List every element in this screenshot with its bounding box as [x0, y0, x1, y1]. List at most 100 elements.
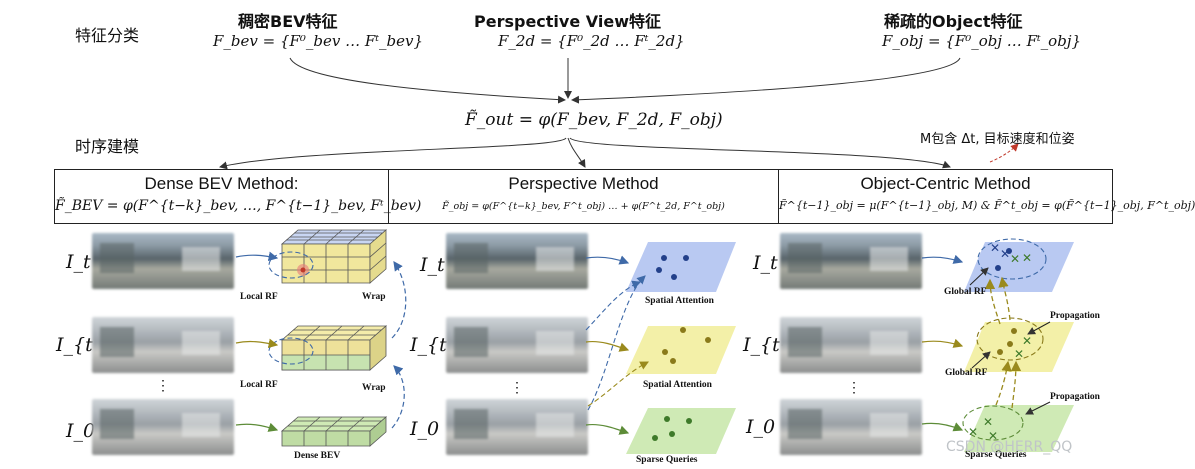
object-method-title: Object-Centric Method — [860, 174, 1031, 193]
fusion-formula: F̃_out = φ(F_bev, F_2d, F_obj) — [465, 110, 723, 130]
sparse-feature-formula: F_obj = {F⁰_obj … Fᵗ_obj} — [882, 32, 1082, 50]
query-points-t — [656, 255, 689, 280]
global-rf-label-t-minus-1: Global RF — [945, 368, 988, 378]
obj-arrow-zero — [921, 422, 964, 432]
object-method-formula: F̃^{t−1}_obj = μ(F^{t−1}_obj, M) & F̃^t_… — [779, 199, 1195, 212]
object-plane-zero — [964, 405, 1074, 452]
wrap-label-upper: Wrap — [362, 292, 386, 302]
spatial-attention-plane-t — [626, 242, 736, 292]
propagation-pointer-upper — [1027, 321, 1051, 335]
camera-frame-obj-t-minus-1 — [780, 317, 922, 373]
wrap-arrow-upper — [391, 261, 407, 339]
wrap-arrow-lower — [391, 365, 405, 429]
propagation-pointer-lower — [1025, 401, 1051, 415]
sparse-feature-title: 稀疏的Object特征 — [884, 12, 1023, 31]
camera-frame-obj-zero — [780, 399, 922, 455]
svg-text:✕: ✕ — [1022, 251, 1032, 265]
query-points-zero — [652, 416, 692, 441]
temporal-modeling-label: 时序建模 — [75, 137, 140, 156]
row-label-zero-3: I_0 — [746, 416, 776, 438]
svg-text:✕: ✕ — [983, 415, 993, 429]
propagation-arrow-lower — [995, 360, 1012, 406]
row-ellipsis-3: ⋮ — [847, 380, 861, 396]
dense-arrow-t — [235, 251, 279, 262]
fusion-to-method-arrows — [219, 137, 951, 170]
dense-bev-grid-t-minus-1 — [280, 325, 388, 371]
local-rf-label-t-minus-1: Local RF — [240, 380, 278, 390]
dense-feature-formula: F_bev = {F⁰_bev … Fᵗ_bev} — [213, 32, 424, 50]
diagram-canvas: 特征分类 时序建模 稠密BEV特征 F_bev = {F⁰_bev … Fᵗ_b… — [54, 12, 1195, 465]
row-label-t-3: I_t — [753, 252, 778, 274]
sparse-queries-plane — [626, 408, 736, 454]
persp-cross-arrow-2 — [585, 280, 642, 331]
row-ellipsis-2: ⋮ — [510, 380, 524, 396]
persp-cross-arrow-3 — [587, 361, 649, 407]
local-rf-label-t: Local RF — [240, 292, 278, 302]
global-rf-pointer-t-minus-1 — [971, 351, 991, 369]
camera-frame-obj-t — [780, 233, 922, 289]
dense-arrow-t-minus-1 — [235, 338, 279, 349]
propagation-label-upper: Propagation — [1050, 311, 1100, 321]
propagation-label-lower: Propagation — [1050, 392, 1100, 402]
global-rf-ellipse-t — [977, 238, 1047, 280]
object-points-t: ✕✕ ✕✕ — [990, 241, 1032, 271]
perspective-method-formula: F̃_obj = φ(F^{t−k}_bev, F^t_obj) … + φ(F… — [442, 201, 725, 212]
perspective-feature-formula: F_2d = {F⁰_2d … Fᵗ_2d} — [498, 32, 685, 50]
object-points-t-minus-1: ✕✕ — [997, 328, 1032, 361]
dense-method-box: Dense BEV Method: F̃_BEV = φ(F^{t−k}_bev… — [54, 169, 422, 224]
sparse-queries-label-obj: Sparse Queries — [965, 450, 1027, 460]
connector-layer — [219, 57, 1019, 170]
sparse-queries-label-persp: Sparse Queries — [636, 455, 698, 465]
propagation-arrow-upper-2 — [984, 278, 1001, 325]
row-label-t-2: I_t — [420, 254, 445, 276]
propagation-arrow-upper — [998, 276, 1011, 321]
watermark: CSDN @HERR_QQ — [946, 439, 1073, 455]
row-label-zero-2: I_0 — [410, 418, 440, 440]
note-arrow — [989, 143, 1019, 163]
svg-text:✕: ✕ — [1014, 347, 1024, 361]
svg-text:✕: ✕ — [968, 425, 978, 439]
camera-frame-dense-zero — [92, 399, 234, 455]
svg-text:✕: ✕ — [1000, 247, 1010, 261]
local-rf-point — [300, 267, 306, 273]
object-points-zero: ✕✕✕ — [968, 415, 998, 443]
persp-cross-arrow-1 — [587, 275, 646, 411]
dense-method-title: Dense BEV Method: — [144, 174, 299, 193]
persp-arrow-t — [585, 255, 630, 265]
svg-text:✕: ✕ — [1010, 252, 1020, 266]
camera-frame-persp-zero — [446, 399, 588, 455]
propagation-arrow-lower-2 — [1010, 360, 1022, 409]
camera-frame-persp-t-minus-1 — [446, 317, 588, 373]
camera-frame-persp-t — [446, 233, 588, 289]
row-ellipsis: ⋮ — [156, 378, 170, 394]
persp-arrow-t-minus-1 — [585, 340, 630, 352]
persp-arrow-zero — [585, 423, 630, 435]
global-rf-label-t: Global RF — [944, 287, 987, 297]
object-plane-t-minus-1 — [964, 322, 1074, 372]
row-label-t: I_t — [66, 251, 91, 273]
motion-note: M包含 Δt, 目标速度和位姿 — [920, 132, 1075, 147]
obj-arrow-t-minus-1 — [921, 338, 964, 348]
camera-frame-dense-t — [92, 233, 234, 289]
camera-frame-dense-t-minus-1 — [92, 317, 234, 373]
row-label-zero: I_0 — [66, 420, 96, 442]
dense-feature-title: 稠密BEV特征 — [238, 12, 338, 31]
object-method-box: Object-Centric Method F̃^{t−1}_obj = μ(F… — [778, 169, 1195, 224]
dense-arrow-zero — [235, 422, 279, 432]
diagram-drawings: ✕✕ ✕✕ ✕✕ ✕✕✕ — [235, 229, 1074, 454]
dense-bev-label: Dense BEV — [294, 451, 341, 461]
spatial-attention-label-t: Spatial Attention — [645, 296, 714, 306]
obj-arrow-t — [921, 254, 964, 264]
local-rf-ellipse-t-minus-1 — [268, 337, 314, 365]
svg-text:✕: ✕ — [1022, 334, 1032, 348]
local-rf-ellipse-t — [268, 251, 314, 279]
spatial-attention-label-t-minus-1: Spatial Attention — [643, 380, 712, 390]
perspective-method-title: Perspective Method — [508, 174, 659, 193]
spatial-attention-plane-t-minus-1 — [626, 326, 736, 374]
svg-text:✕: ✕ — [990, 241, 1000, 255]
dense-bev-grid-t — [280, 229, 388, 284]
feature-category-label: 特征分类 — [75, 26, 140, 45]
wrap-label-lower: Wrap — [362, 383, 386, 393]
dense-method-formula: F̃_BEV = φ(F^{t−k}_bev, …, F^{t−1}_bev, … — [55, 198, 422, 214]
perspective-feature-title: Perspective View特征 — [474, 12, 661, 31]
